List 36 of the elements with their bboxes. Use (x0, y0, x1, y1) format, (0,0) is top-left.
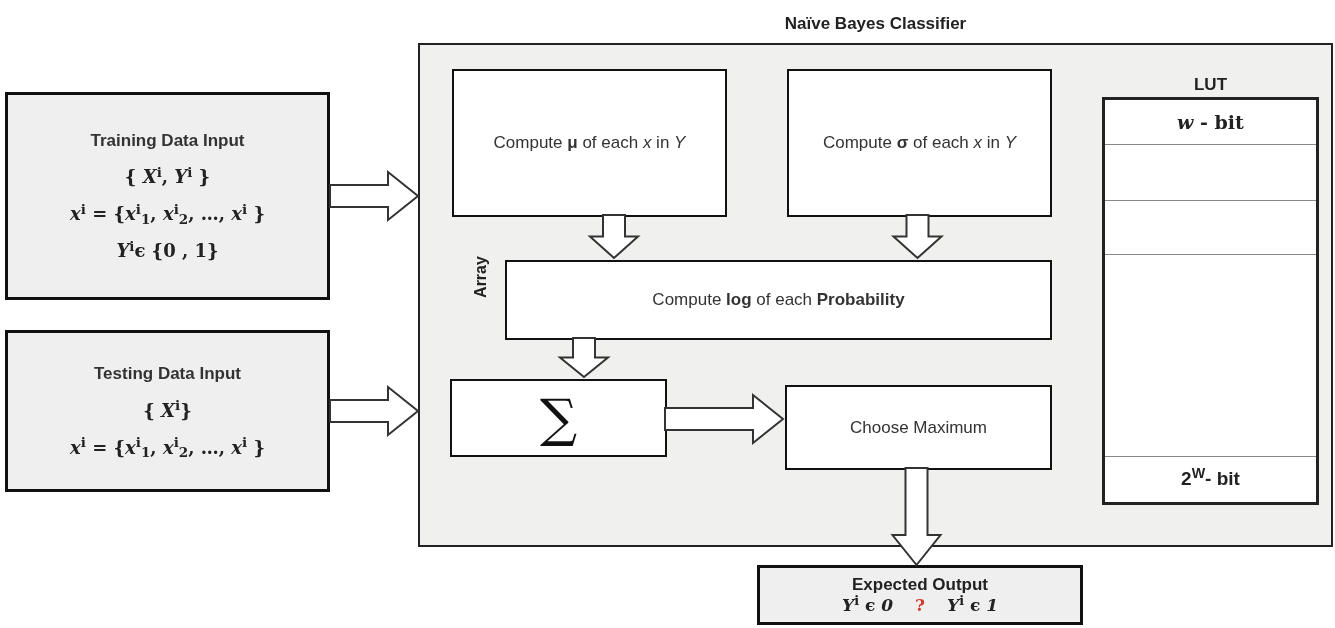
panel-title: Naïve Bayes Classifier (783, 13, 968, 35)
process-box (787, 69, 1052, 217)
box-heading: Testing Data Input (94, 363, 241, 386)
process-box (785, 385, 1052, 470)
table-title: LUT (1192, 74, 1228, 96)
input-box (5, 92, 330, 300)
block-arrow (587, 214, 641, 260)
vertical-label: Array (470, 256, 490, 298)
summation-box (450, 379, 667, 457)
formula: x$^{i}$ = {x$^{i}$$_{1}$, x$^{i}$$_{2}$, …, x$^{i}$ } (70, 433, 265, 461)
block-arrow (664, 392, 785, 446)
process-box (505, 260, 1052, 340)
table-row-text: w - bit (1177, 109, 1244, 135)
block-arrow (890, 214, 945, 260)
process-label: Compute log of each Probability (652, 289, 905, 312)
formula: Y$^{i}$ ϵ 1 (947, 595, 998, 617)
formula: Y$^{i}$ϵ {0 , 1} (116, 237, 219, 264)
output-box (757, 565, 1083, 625)
formula: { X$^{i}$, Y$^{i}$ } (124, 163, 211, 190)
input-box (5, 330, 330, 492)
process-box (452, 69, 727, 217)
formula: Y$^{i}$ ϵ 0 (842, 595, 893, 617)
block-arrow (557, 337, 611, 379)
box-heading: Training Data Input (90, 129, 245, 152)
formula: ? (915, 595, 925, 617)
block-arrow (329, 169, 420, 223)
block-arrow (329, 384, 420, 438)
block-arrow (890, 467, 943, 567)
process-label: Compute σ of each x in Y (822, 132, 1017, 155)
process-label: Choose Maximum (850, 416, 987, 439)
formula: x$^{i}$ = {x$^{i}$$_{1}$, x$^{i}$$_{2}$, …, x$^{i}$ } (70, 200, 265, 228)
formula: { X$^{i}$} (143, 396, 192, 423)
process-label: Compute μ of each x in Y (493, 132, 686, 155)
table-row-text: 2$^{W}$- bit (1181, 465, 1240, 492)
sigma-symbol: ∑ (539, 392, 578, 444)
box-heading: Expected Output (852, 573, 988, 595)
